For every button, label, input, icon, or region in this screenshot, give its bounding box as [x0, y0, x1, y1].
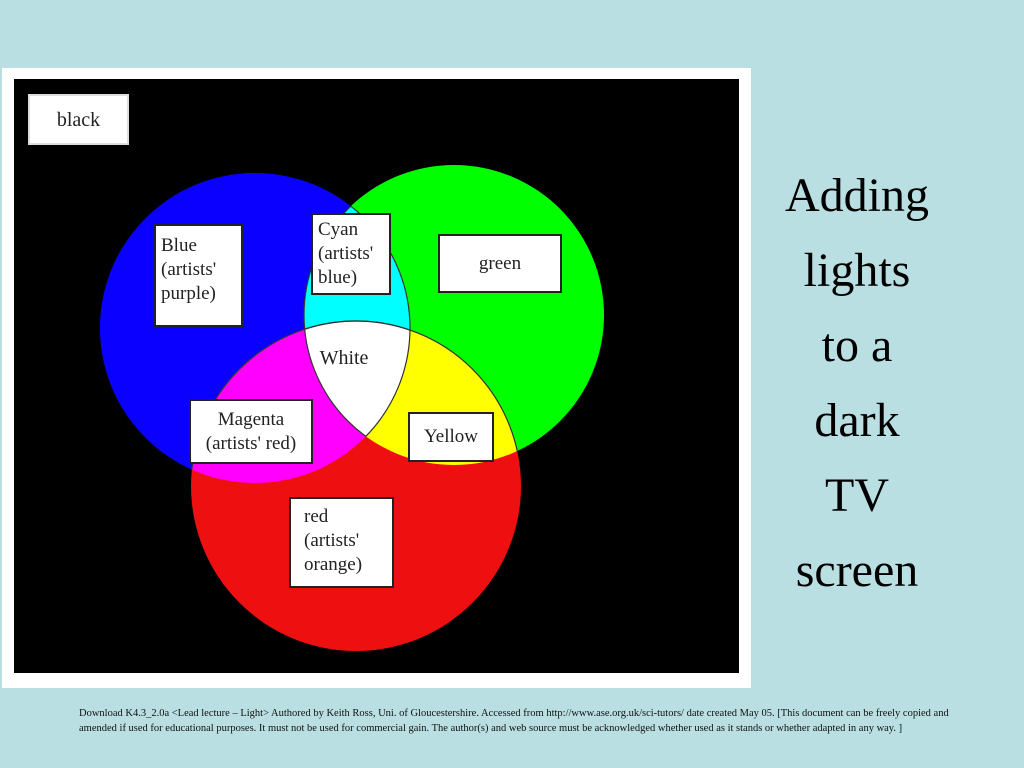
green-label: green [438, 234, 562, 293]
blue-circle-edge-in-green [304, 172, 411, 465]
red-circle-edge-in-blue [190, 320, 410, 483]
yellow-overlap [304, 321, 521, 465]
color-venn-diagram: black Blue (artists' purple) Cyan (artis… [14, 79, 739, 673]
source-attribution: Download K4.3_2.0a <Lead lecture – Light… [79, 708, 949, 734]
magenta-label: Magenta (artists' red) [189, 399, 313, 464]
blue-label: Blue (artists' purple) [154, 224, 243, 327]
black-label: black [28, 94, 129, 145]
diagram-frame: black Blue (artists' purple) Cyan (artis… [2, 68, 751, 688]
cyan-label: Cyan (artists' blue) [311, 213, 391, 295]
red-label: red (artists' orange) [289, 497, 394, 588]
slide-title: Adding lights to a dark TV screen [785, 169, 929, 597]
yellow-label: Yellow [408, 412, 494, 462]
green-circle-edge-in-blue [303, 173, 410, 466]
white-label: White [319, 347, 369, 369]
